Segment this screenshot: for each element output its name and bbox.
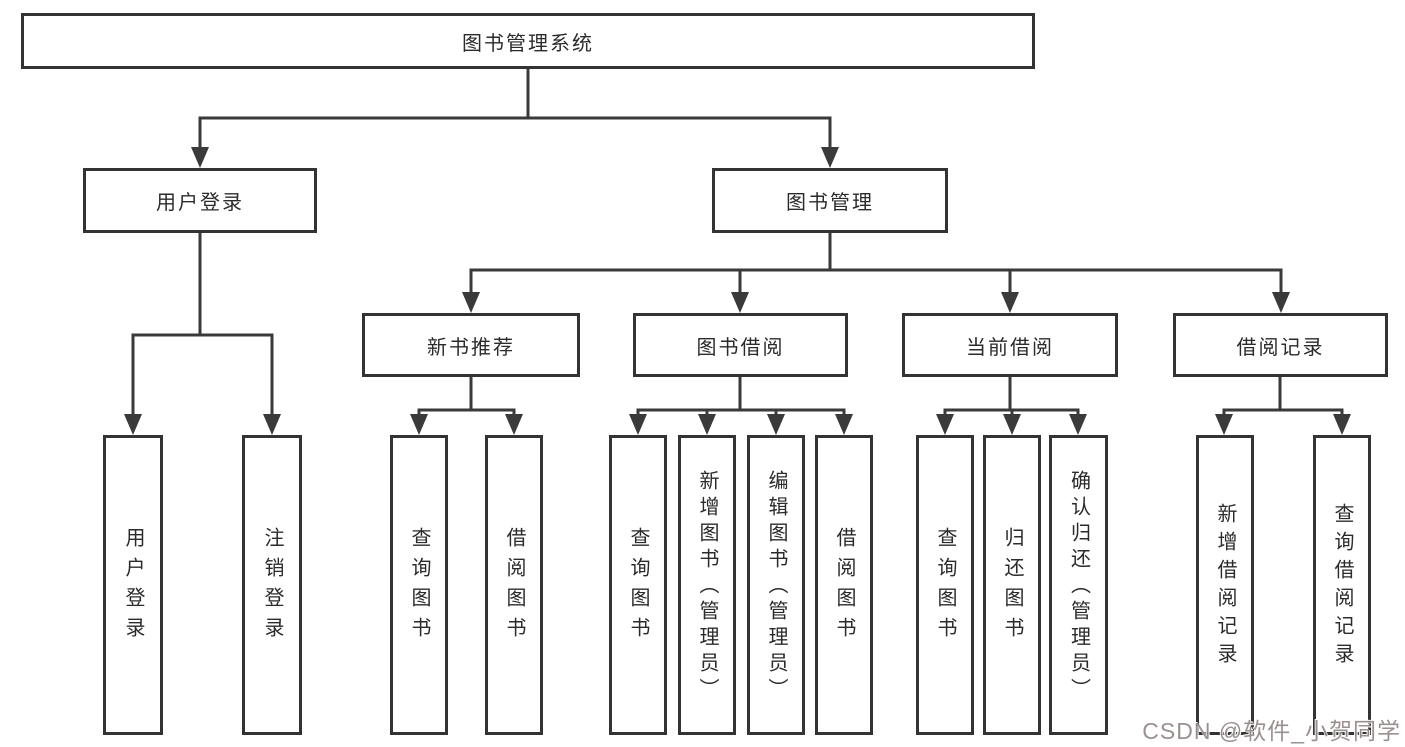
node-book-management: 图书管理 bbox=[712, 168, 948, 233]
node-borrowing-records: 借阅记录 bbox=[1173, 313, 1388, 377]
node-new-book-recommendation: 新书推荐 bbox=[362, 313, 580, 377]
node-book-borrowing: 图书借阅 bbox=[633, 313, 848, 377]
leaf-edit-books-admin: 编辑图书（管理员） bbox=[747, 435, 805, 735]
leaf-confirm-return-admin: 确认归还（管理员） bbox=[1049, 435, 1108, 735]
leaf-add-borrow-record: 新增借阅记录 bbox=[1196, 435, 1254, 735]
leaf-query-books-current: 查询图书 bbox=[916, 435, 974, 735]
leaf-add-books-admin: 新增图书（管理员） bbox=[678, 435, 736, 735]
leaf-borrow-books-borrowing: 借阅图书 bbox=[815, 435, 873, 735]
node-library-system: 图书管理系统 bbox=[21, 13, 1035, 69]
csdn-watermark: CSDN @软件_小贺同学 bbox=[1142, 718, 1401, 744]
node-user-login: 用户登录 bbox=[83, 168, 317, 233]
leaf-logout: 注销登录 bbox=[242, 435, 302, 735]
leaf-query-books-recommend: 查询图书 bbox=[390, 435, 448, 735]
leaf-borrow-books-recommend: 借阅图书 bbox=[485, 435, 543, 735]
leaf-query-books-borrowing: 查询图书 bbox=[609, 435, 667, 735]
leaf-query-borrow-record: 查询借阅记录 bbox=[1313, 435, 1371, 735]
leaf-user-login: 用户登录 bbox=[103, 435, 163, 735]
leaf-return-books: 归还图书 bbox=[983, 435, 1041, 735]
node-current-borrowing: 当前借阅 bbox=[902, 313, 1118, 377]
